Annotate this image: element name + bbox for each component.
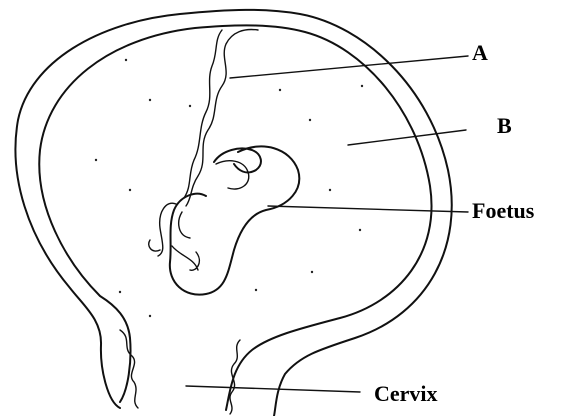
foetus-limbs — [149, 203, 200, 270]
uterus-inner-wall — [39, 25, 431, 410]
label-a: A — [472, 42, 488, 64]
foetus-body — [170, 146, 299, 294]
leader-line-cervix — [186, 386, 360, 392]
leader-line-foetus — [268, 206, 468, 212]
label-cervix: Cervix — [374, 383, 438, 405]
cervix-right-edge — [230, 340, 240, 414]
structure-a-cord — [186, 30, 258, 206]
structure-a-cord-inner — [184, 30, 222, 198]
uterus-outer-wall — [15, 10, 451, 416]
leader-line-a — [230, 56, 468, 78]
foetus-head — [216, 161, 249, 189]
label-foetus: Foetus — [472, 200, 534, 222]
leader-line-b — [348, 130, 466, 145]
label-b: B — [497, 115, 512, 137]
